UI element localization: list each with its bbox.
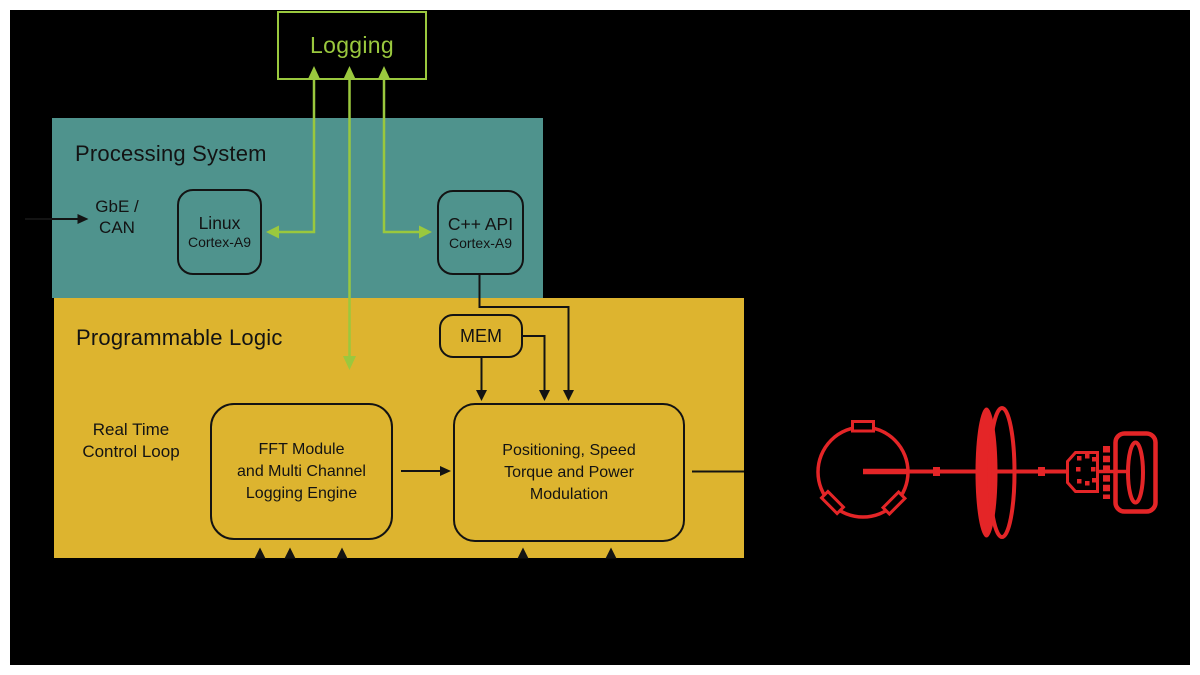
gbe-can-line2: CAN bbox=[99, 218, 135, 237]
mem-label: MEM bbox=[460, 325, 502, 346]
positioning-line2: Torque and Power bbox=[504, 463, 634, 481]
real-time-line2: Control Loop bbox=[82, 442, 180, 461]
gbe-can-label: GbE / CAN bbox=[77, 196, 157, 238]
cpp-api-label: C++ API bbox=[447, 213, 514, 234]
logging-node: Logging bbox=[277, 11, 427, 80]
positioning-line1: Positioning, Speed bbox=[502, 441, 636, 459]
positioning-node: Positioning, Speed Torque and Power Modu… bbox=[453, 403, 685, 542]
fft-line3: Logging Engine bbox=[245, 484, 358, 502]
programmable-logic-title: Programmable Logic bbox=[76, 325, 283, 350]
fft-line1: FFT Module bbox=[258, 440, 345, 458]
gbe-can-line1: GbE / bbox=[95, 197, 139, 216]
fft-module-node: FFT Module and Multi Channel Logging Eng… bbox=[210, 403, 393, 540]
fft-line2: and Multi Channel bbox=[237, 462, 366, 480]
processing-system-title: Processing System bbox=[75, 141, 267, 166]
real-time-line1: Real Time bbox=[92, 420, 170, 439]
mem-node: MEM bbox=[439, 314, 523, 358]
linux-core-label: Cortex-A9 bbox=[187, 234, 252, 250]
logging-label: Logging bbox=[310, 32, 394, 58]
cpp-api-node: C++ API Cortex-A9 bbox=[437, 190, 524, 275]
positioning-line3: Modulation bbox=[529, 485, 609, 503]
cpp-api-core-label: Cortex-A9 bbox=[448, 234, 513, 251]
linux-node: Linux Cortex-A9 bbox=[177, 189, 262, 275]
real-time-control-loop-label: Real Time Control Loop bbox=[66, 419, 196, 463]
linux-label: Linux bbox=[198, 213, 241, 233]
programmable-logic-panel bbox=[54, 298, 744, 558]
